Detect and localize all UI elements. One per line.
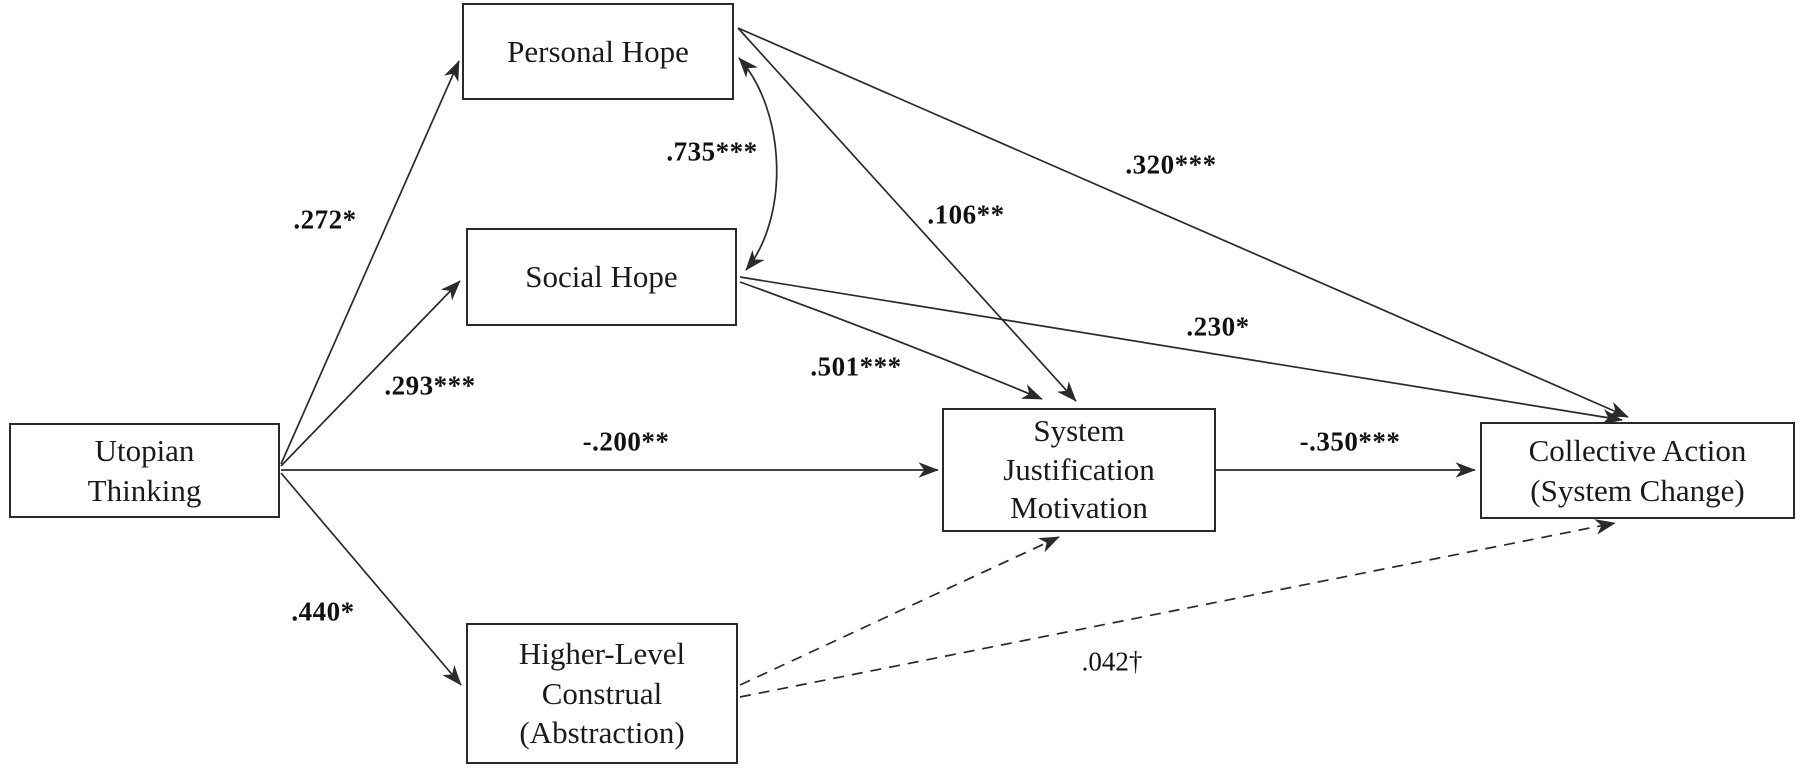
node-system-justification-line2: Justification [1003,451,1155,487]
edge-personal-hope-to-system-justification [737,27,1077,402]
node-collective-action-line1: Collective Action [1528,432,1747,468]
edge-personal-social-covariance [738,57,778,271]
node-system-justification-line3: Motivation [1010,490,1148,526]
node-social-hope: Social Hope [466,228,737,326]
node-higher-level-construal-line2: Construal [541,675,663,711]
coef-social-hope-to-collective-action: .230* [1186,311,1250,342]
node-personal-hope: Personal Hope [462,3,734,100]
node-utopian-thinking: Utopian Thinking [9,423,280,518]
edge-personal-hope-to-collective-action [737,27,1629,418]
node-system-justification-motivation: System Justification Motivation [942,408,1216,532]
edge-utopian-to-personal-hope [280,60,460,465]
node-utopian-thinking-line1: Utopian [94,432,195,468]
coef-system-justification-to-collective-action: -.350*** [1299,426,1401,457]
coef-utopian-to-personal-hope: .272* [293,204,357,235]
coef-personal-hope-to-system-justification: .106** [927,199,1005,230]
node-higher-level-construal-line3: (Abstraction) [519,715,685,751]
node-personal-hope-line1: Personal Hope [507,33,689,69]
edge-higher-level-construal-to-system-justification [739,536,1060,686]
coef-utopian-to-social-hope: .293*** [384,370,476,401]
node-higher-level-construal: Higher-Level Construal (Abstraction) [466,623,738,764]
node-utopian-thinking-line2: Thinking [87,472,202,508]
node-collective-action-line2: (System Change) [1530,472,1745,508]
node-social-hope-line1: Social Hope [525,259,678,295]
coef-social-hope-to-system-justification: .501*** [810,351,902,382]
coef-utopian-to-system-justification: -.200** [582,426,670,457]
edge-utopian-to-social-hope [280,280,461,467]
coef-utopian-to-higher-level-construal: .440* [291,596,355,627]
edge-social-hope-to-collective-action [739,276,1623,425]
edge-higher-level-construal-to-collective-action [739,519,1616,698]
node-collective-action: Collective Action (System Change) [1480,422,1795,519]
edge-utopian-to-higher-level-construal [280,472,462,686]
coef-personal-hope-to-collective-action: .320*** [1125,149,1217,180]
coef-higher-level-construal-to-collective-action: .042† [1081,646,1143,677]
node-system-justification-line1: System [1033,413,1125,449]
coef-personal-social-covariance: .735*** [666,136,758,167]
edge-social-hope-to-system-justification [739,281,1043,400]
node-higher-level-construal-line1: Higher-Level [518,635,686,671]
